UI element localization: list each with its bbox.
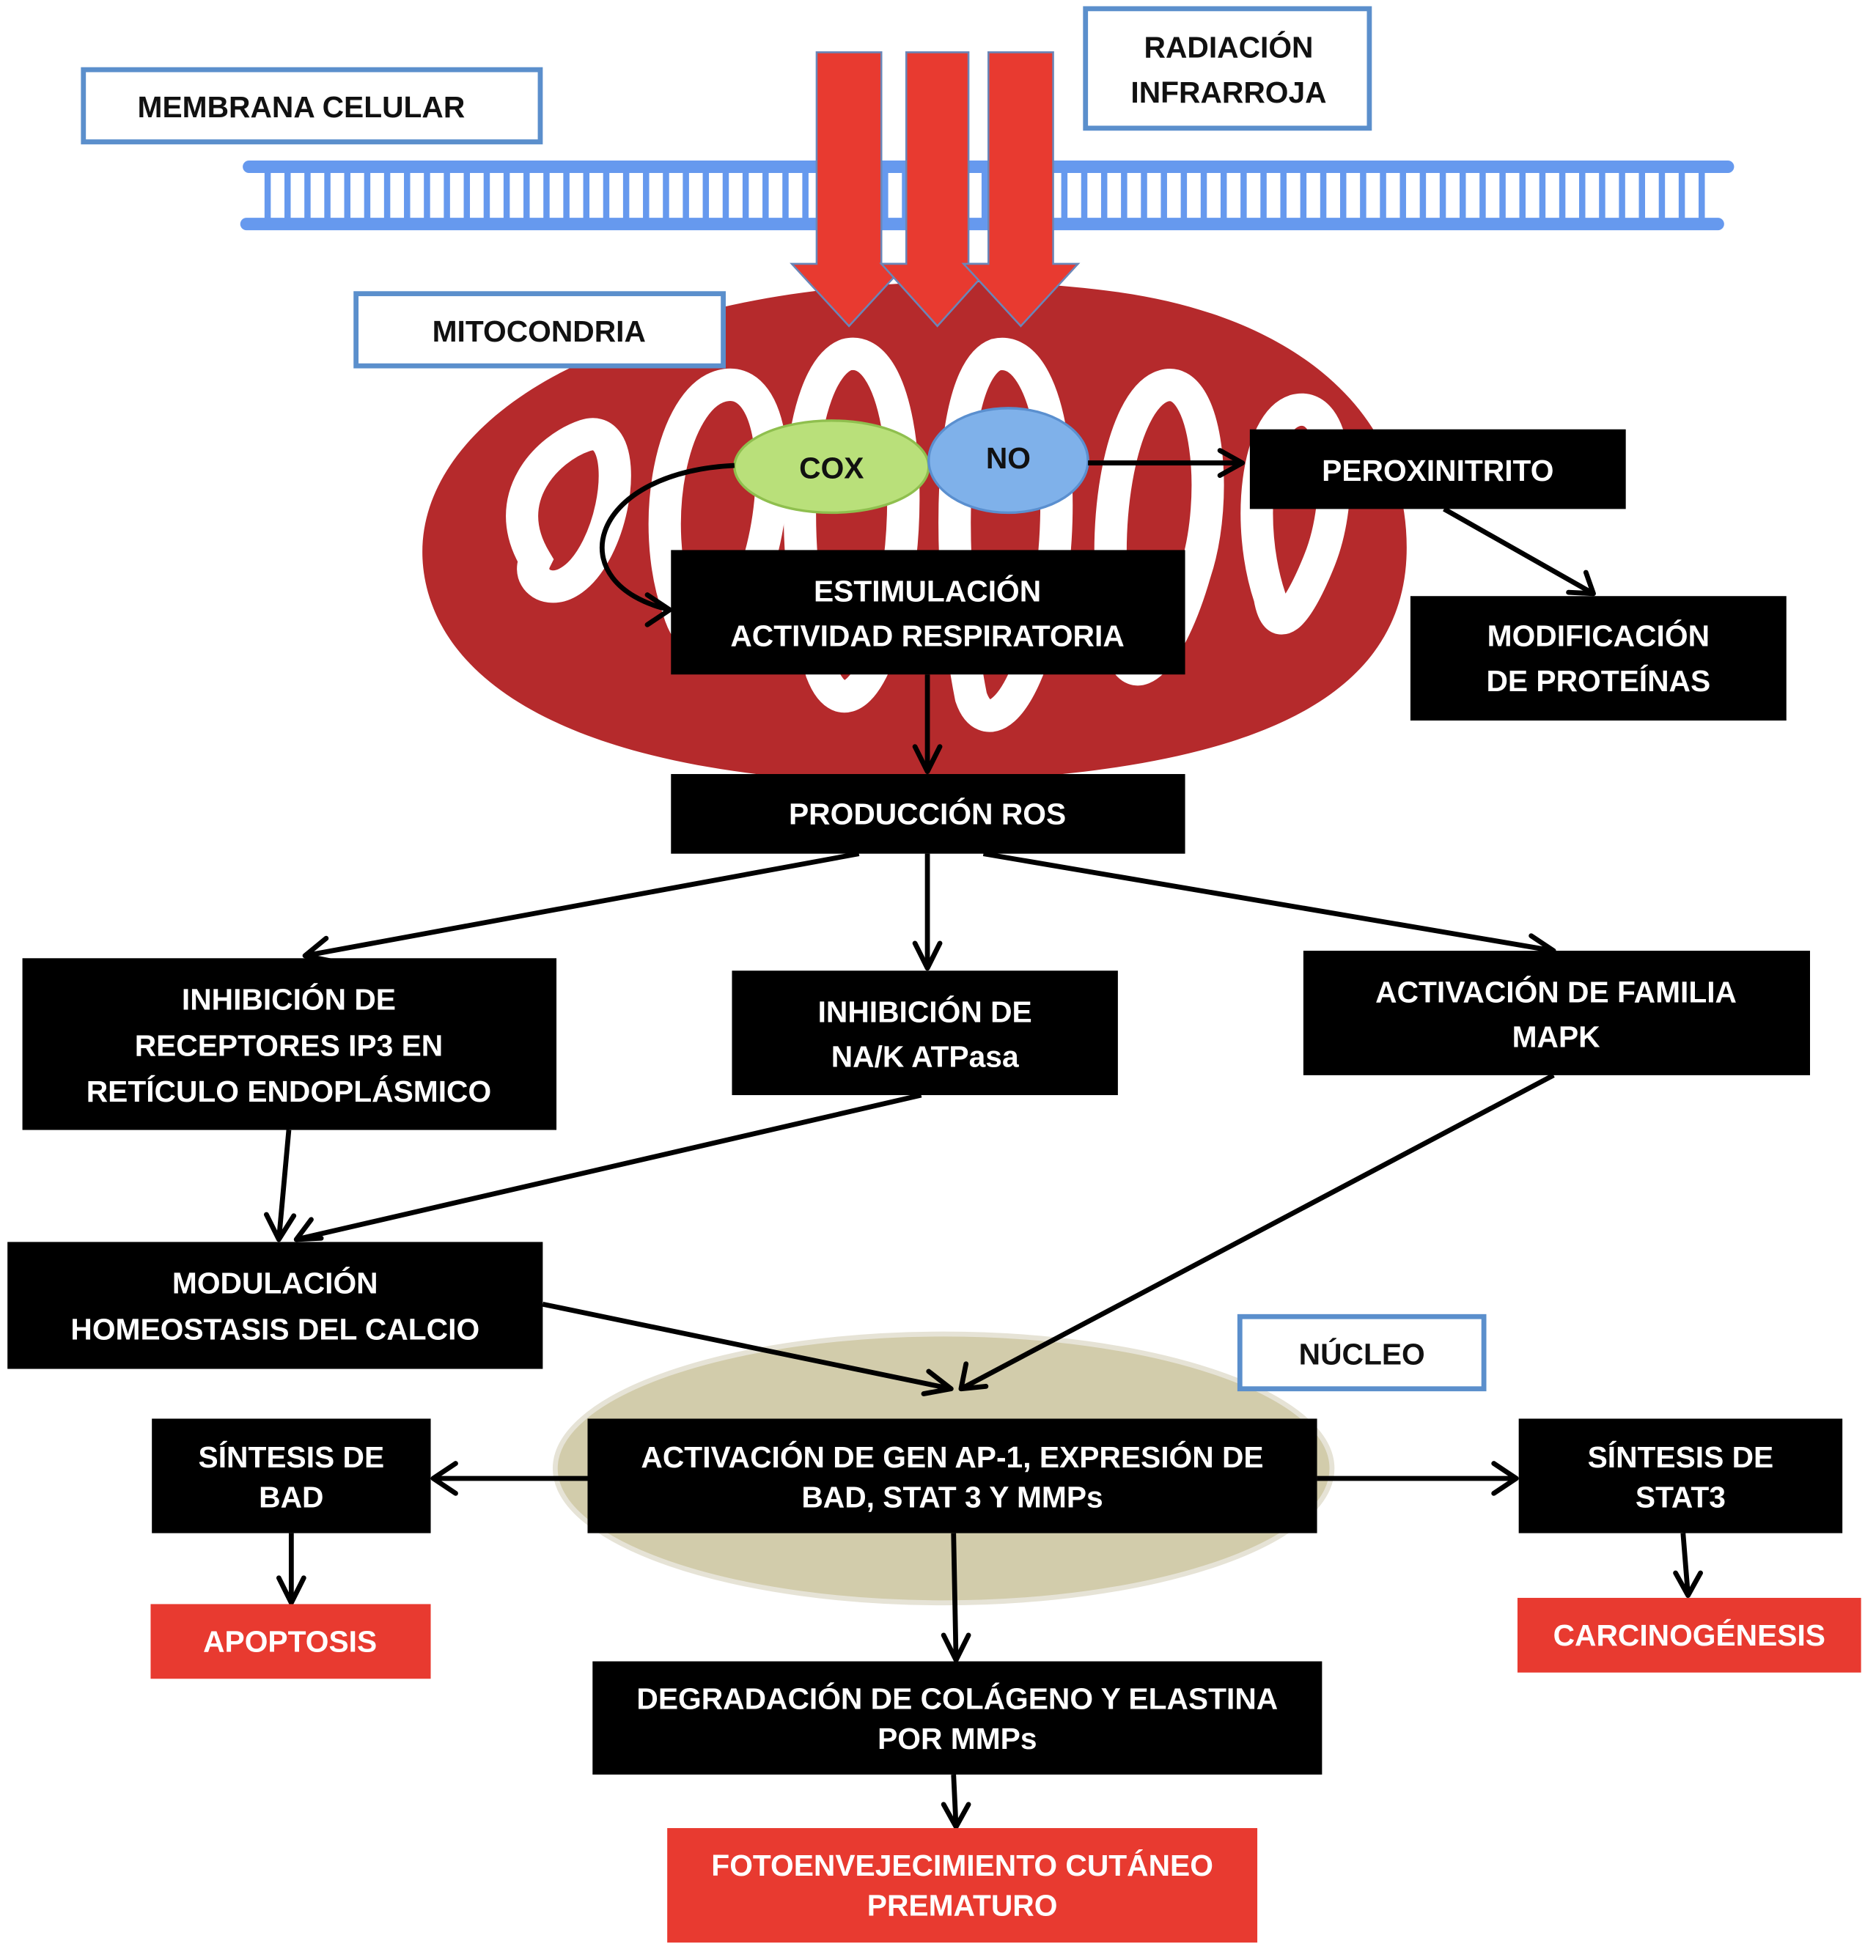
outcome-carcinogenesis-text: CARCINOGÉNESIS [1553, 1618, 1825, 1652]
no-label: NO [986, 441, 1031, 475]
node-produccion-ros: PRODUCCIÓN ROS [671, 774, 1185, 854]
infrared-arrow-icon [790, 51, 909, 328]
node-sintesis-bad-line-2: BAD [259, 1481, 323, 1514]
edge-ros-atpasa [912, 853, 943, 971]
node-inhibicion-ip3: INHIBICIÓN DE RECEPTORES IP3 EN RETÍCULO… [22, 958, 557, 1130]
cell-membrane [240, 161, 1735, 231]
mitochondria-crista [938, 337, 1073, 732]
node-activacion-ap1-line-1: ACTIVACIÓN DE GEN AP-1, EXPRESIÓN DE [641, 1440, 1263, 1474]
mitochondria-crista [506, 418, 631, 603]
edge-estimulacion-ros [912, 674, 943, 775]
edge-ip3-calcio [263, 1130, 297, 1242]
node-activacion-ap1-line-2: BAD, STAT 3 Y MMPs [801, 1481, 1103, 1514]
mitochondria-label: MITOCONDRIA [353, 291, 726, 369]
nucleus-label: NÚCLEO [1237, 1314, 1487, 1392]
outcome-fotoenvejecimiento-line-1: FOTOENVEJECIMIENTO CUTÁNEO [711, 1849, 1213, 1882]
edge-cox-estimulacion [600, 463, 735, 627]
outcome-apoptosis-text: APOPTOSIS [203, 1625, 377, 1659]
node-sintesis-bad: SÍNTESIS DE BAD [152, 1418, 431, 1533]
node-inhibicion-atpasa-line-1: INHIBICIÓN DE [818, 995, 1032, 1028]
node-activacion-mapk-line-2: MAPK [1512, 1020, 1601, 1053]
node-sintesis-stat3-line-2: STAT3 [1636, 1481, 1726, 1514]
node-sintesis-stat3-line-1: SÍNTESIS DE [1588, 1440, 1774, 1474]
edges [263, 448, 1703, 1830]
edge-atpasa-calcio [293, 1092, 922, 1242]
node-modulacion-calcio-line-2: HOMEOSTASIS DEL CALCIO [70, 1312, 479, 1346]
edge-ap1-bad [430, 1461, 588, 1496]
edge-no-peroxinitrito [1088, 448, 1246, 478]
cox-molecule: COX [733, 419, 930, 515]
infrared-arrow-icon [961, 51, 1081, 328]
node-estimulacion-line-1: ESTIMULACIÓN [814, 575, 1041, 608]
infrared-arrows [790, 51, 1081, 328]
edge-ros-mapk [982, 851, 1556, 959]
radiation-label-line-1: RADIACIÓN [1144, 31, 1314, 65]
edge-mapk-ap1 [958, 1072, 1555, 1392]
membrane-label-box [81, 67, 543, 144]
edge-calcio-ap1 [542, 1301, 954, 1396]
cox-label: COX [799, 452, 864, 485]
mitochondria-label-text: MITOCONDRIA [433, 314, 646, 348]
no-molecule: NO [927, 407, 1089, 515]
node-modificacion-line-1: MODIFICACIÓN [1487, 619, 1710, 653]
node-peroxinitrito-line-1: PEROXINITRITO [1322, 454, 1553, 487]
membrane-ticks [264, 172, 1705, 219]
edge-ap1-degradacion [941, 1533, 971, 1663]
node-degradacion: DEGRADACIÓN DE COLÁGENO Y ELASTINA POR M… [592, 1661, 1323, 1775]
nucleus-label-box [1237, 1314, 1487, 1392]
node-degradacion-line-2: POR MMPs [878, 1722, 1037, 1755]
edge-degradacion-fotoenvejecimiento [941, 1774, 971, 1830]
edge-ros-ip3 [302, 851, 860, 964]
node-estimulacion-line-2: ACTIVIDAD RESPIRATORIA [730, 619, 1124, 653]
outcome-fotoenvejecimiento: FOTOENVEJECIMIENTO CUTÁNEO PREMATURO [667, 1828, 1258, 1943]
mitochondria-label-box [353, 291, 726, 369]
node-produccion-ros-line-1: PRODUCCIÓN ROS [789, 797, 1066, 831]
node-modulacion-calcio: MODULACIÓN HOMEOSTASIS DEL CALCIO [7, 1242, 543, 1369]
node-inhibicion-atpasa-line-2: NA/K ATPasa [831, 1040, 1019, 1074]
node-sintesis-stat3: SÍNTESIS DE STAT3 [1518, 1418, 1843, 1533]
node-inhibicion-ip3-line-2: RECEPTORES IP3 EN [135, 1028, 444, 1062]
node-modificacion-proteinas: MODIFICACIÓN DE PROTEÍNAS [1410, 596, 1787, 721]
edge-ap1-stat3 [1317, 1461, 1519, 1496]
outcome-apoptosis: APOPTOSIS [150, 1604, 431, 1679]
outcome-fotoenvejecimiento-line-2: PREMATURO [867, 1888, 1058, 1922]
node-inhibicion-ip3-line-3: RETÍCULO ENDOPLÁSMICO [87, 1075, 491, 1108]
membrane-label-text: MEMBRANA CELULAR [138, 90, 466, 124]
edge-stat3-carcinogenesis [1673, 1533, 1703, 1598]
node-activacion-ap1: ACTIVACIÓN DE GEN AP-1, EXPRESIÓN DE BAD… [587, 1418, 1317, 1533]
node-modificacion-line-2: DE PROTEÍNAS [1486, 664, 1710, 698]
node-inhibicion-ip3-line-1: INHIBICIÓN DE [182, 982, 396, 1016]
infrared-arrow-icon [879, 51, 996, 328]
membrane-label: MEMBRANA CELULAR [81, 67, 543, 144]
node-sintesis-bad-line-1: SÍNTESIS DE [199, 1440, 385, 1474]
node-activacion-mapk-line-1: ACTIVACIÓN DE FAMILIA [1375, 975, 1737, 1009]
edge-bad-apoptosis [276, 1533, 306, 1606]
node-modulacion-calcio-line-1: MODULACIÓN [172, 1267, 378, 1300]
edge-peroxinitrito-modificacion [1443, 506, 1596, 597]
node-inhibicion-atpasa: INHIBICIÓN DE NA/K ATPasa [732, 970, 1118, 1096]
nucleus-label-text: NÚCLEO [1299, 1337, 1425, 1371]
node-activacion-mapk: ACTIVACIÓN DE FAMILIA MAPK [1303, 951, 1811, 1075]
node-peroxinitrito: PEROXINITRITO [1249, 429, 1626, 509]
radiation-label: RADIACIÓN INFRARROJA [1083, 6, 1372, 131]
radiation-label-box [1083, 6, 1372, 131]
node-estimulacion: ESTIMULACIÓN ACTIVIDAD RESPIRATORIA [671, 550, 1185, 675]
node-degradacion-line-1: DEGRADACIÓN DE COLÁGENO Y ELASTINA [636, 1682, 1278, 1716]
radiation-label-line-2: INFRARROJA [1130, 75, 1326, 109]
outcome-carcinogenesis: CARCINOGÉNESIS [1517, 1597, 1861, 1673]
